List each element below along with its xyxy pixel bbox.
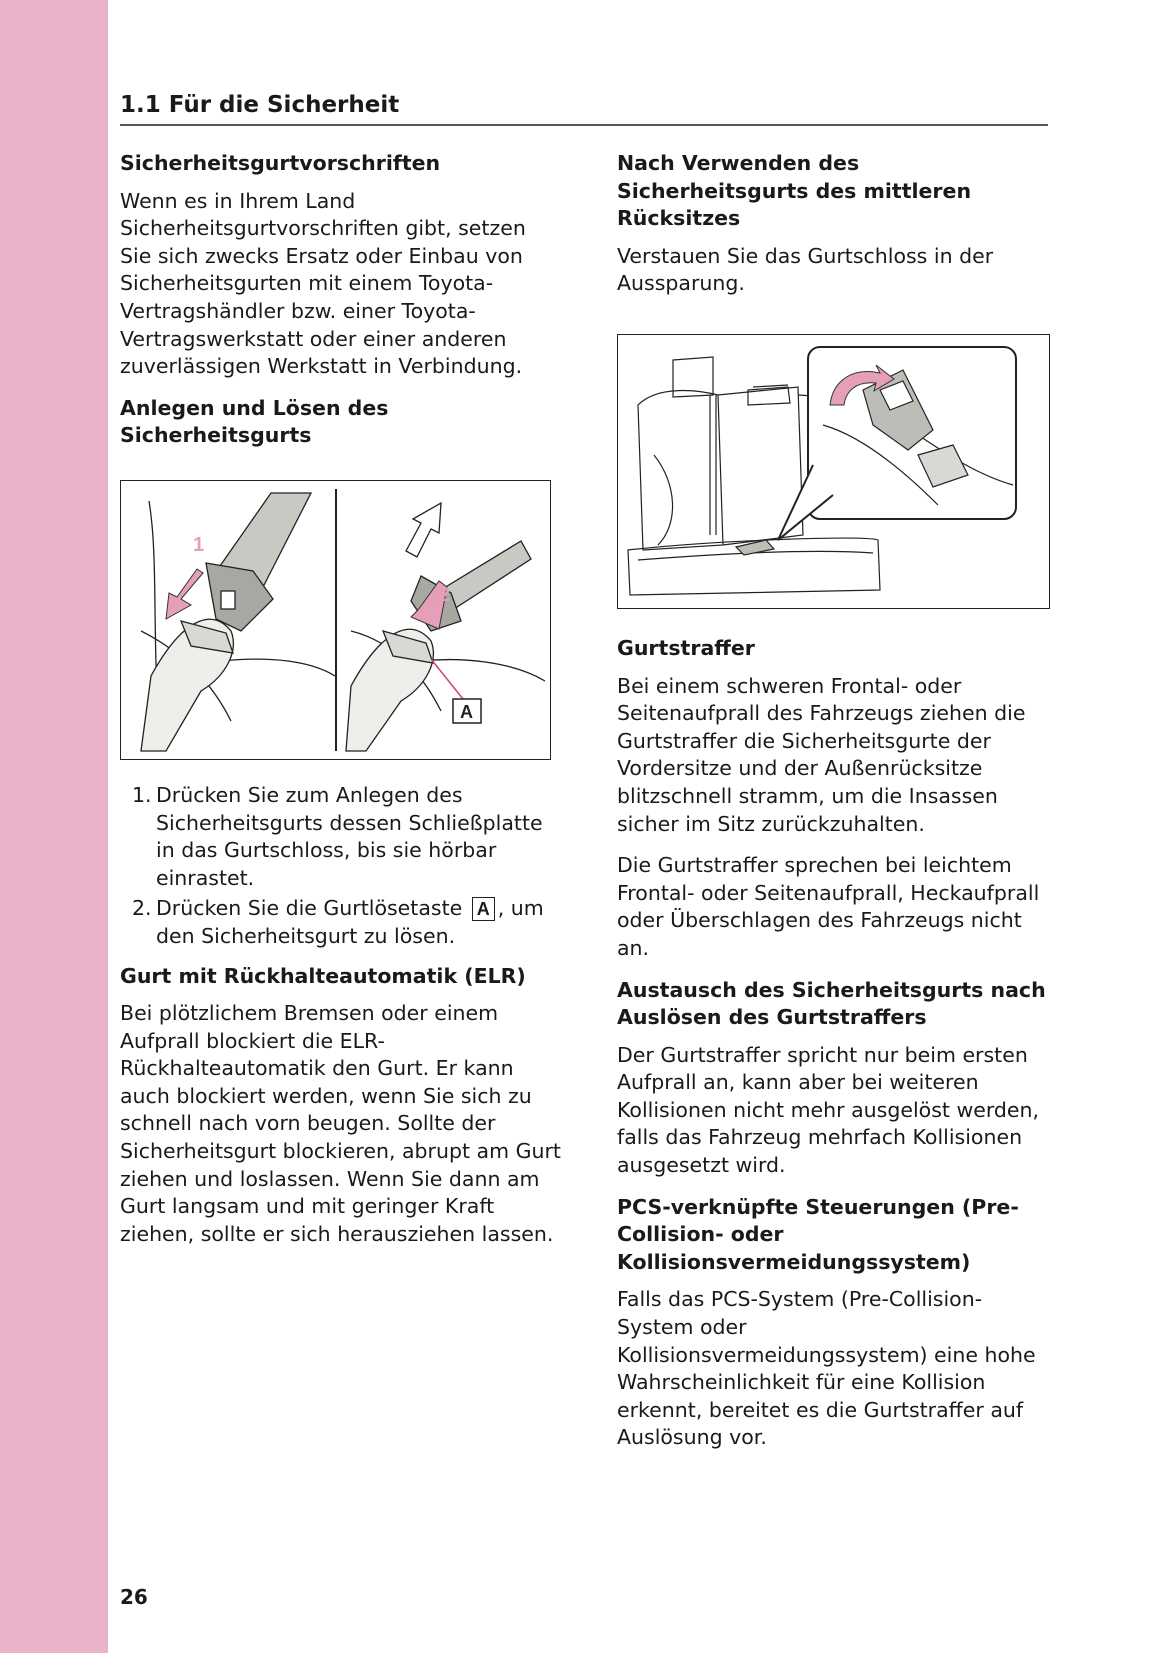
- heading-center-belt: Nach Verwenden des Sicherheitsgurts des …: [617, 151, 972, 231]
- step-2-number: 2.: [132, 896, 152, 921]
- pull-arrow-icon: [405, 501, 442, 558]
- paragraph-pretensioner-1: Bei einem schweren Frontal- oder Seitena…: [617, 673, 1026, 836]
- paragraph-replace: Der Gurtstraffer spricht nur beim ersten…: [617, 1042, 1040, 1178]
- step-2-label: 2: [439, 584, 450, 606]
- stow-arrow-icon: [829, 364, 895, 406]
- paragraph-pretensioner-2: Die Gurtstraffer sprechen bei leichtem F…: [617, 853, 1040, 960]
- rear-seat-illustration-drawing: [627, 345, 1017, 596]
- release-arrow-icon: [410, 580, 448, 630]
- release-button-leader: [430, 658, 464, 700]
- heading-replace: Austausch des Sicherheitsgurts nach Ausl…: [617, 977, 1046, 1030]
- paragraph-elr: Bei plötzlichem Bremsen oder einem Aufpr…: [120, 1001, 561, 1246]
- panel-insert: [140, 492, 336, 752]
- paragraph-pcs: Falls das PCS-System (Pre-Collision-Syst…: [617, 1287, 1036, 1450]
- insert-arrow-icon: [165, 568, 204, 620]
- rear-seat-illustration: [617, 333, 1050, 609]
- step-2: 2. Drücken Sie die Gurtlösetaste A, um d…: [120, 895, 562, 950]
- buckle-illustration: 1 2 A: [120, 479, 551, 760]
- right-column: Nach Verwenden des Sicherheitsgurts des …: [617, 150, 1057, 1466]
- buckle-illustration-drawing: 1 2 A: [140, 488, 546, 752]
- paragraph-regulations: Wenn es in Ihrem Land Sicherheitsgurtvor…: [120, 188, 526, 379]
- step-2-ref-box: A: [471, 897, 495, 922]
- heading-pcs: PCS-verknüpfte Steuerungen (Pre-Collisio…: [617, 1194, 1019, 1274]
- step-2-text-before: Drücken Sie die Gurtlösetaste: [156, 896, 463, 921]
- step-1-text: Drücken Sie zum Anlegen des Sicherheitsg…: [156, 782, 543, 890]
- label-a-box: [452, 698, 482, 724]
- page-number: 26: [120, 1585, 148, 1609]
- heading-elr: Gurt mit Rückhalteautomatik (ELR): [120, 963, 526, 988]
- panel-release: [345, 540, 546, 752]
- step-1-label: 1: [193, 534, 204, 556]
- paragraph-center-belt: Verstauen Sie das Gurtschloss in der Aus…: [617, 243, 994, 296]
- step-1: 1. Drücken Sie zum Anlegen des Sicherhei…: [120, 782, 562, 892]
- chapter-side-band: [0, 0, 108, 1653]
- fasten-steps: 1. Drücken Sie zum Anlegen des Sicherhei…: [120, 782, 562, 951]
- step-2-text-after: , um den Sicherheitsgurt zu lösen.: [156, 896, 544, 948]
- left-column: Sicherheitsgurtvorschriften Wenn es in I…: [120, 150, 562, 1262]
- section-title: 1.1 Für die Sicherheit: [120, 92, 1048, 126]
- heading-fasten: Anlegen und Lösen des Sicherheitsgurts: [120, 395, 389, 448]
- heading-regulations: Sicherheitsgurtvorschriften: [120, 151, 441, 175]
- step-1-number: 1.: [132, 782, 152, 807]
- label-a: A: [460, 702, 473, 722]
- heading-pretensioner: Gurtstraffer: [617, 635, 755, 660]
